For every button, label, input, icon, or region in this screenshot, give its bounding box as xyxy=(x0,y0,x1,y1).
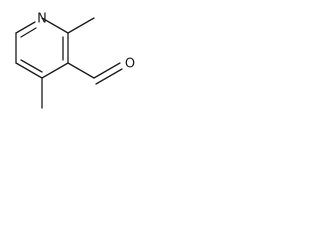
bond-c4-c5 xyxy=(15,62,43,79)
bond-c3-cho xyxy=(67,62,95,79)
atom-label-oxygen: O xyxy=(125,57,135,72)
bond-cho-o xyxy=(93,62,121,79)
bond-lines xyxy=(15,17,123,109)
chemical-structure-diagram: N O xyxy=(15,12,135,109)
structure-canvas: N O xyxy=(0,0,150,132)
bond-c2-methyl xyxy=(67,17,95,34)
bond-c6-n-double xyxy=(20,27,37,38)
bond-c4-c5-double xyxy=(20,59,43,73)
bond-cho-o-double xyxy=(95,68,123,85)
atom-label-nitrogen: N xyxy=(37,12,47,27)
bond-c3-c4 xyxy=(41,62,69,79)
bond-c6-n xyxy=(15,21,36,34)
bond-n-c2 xyxy=(41,17,69,34)
